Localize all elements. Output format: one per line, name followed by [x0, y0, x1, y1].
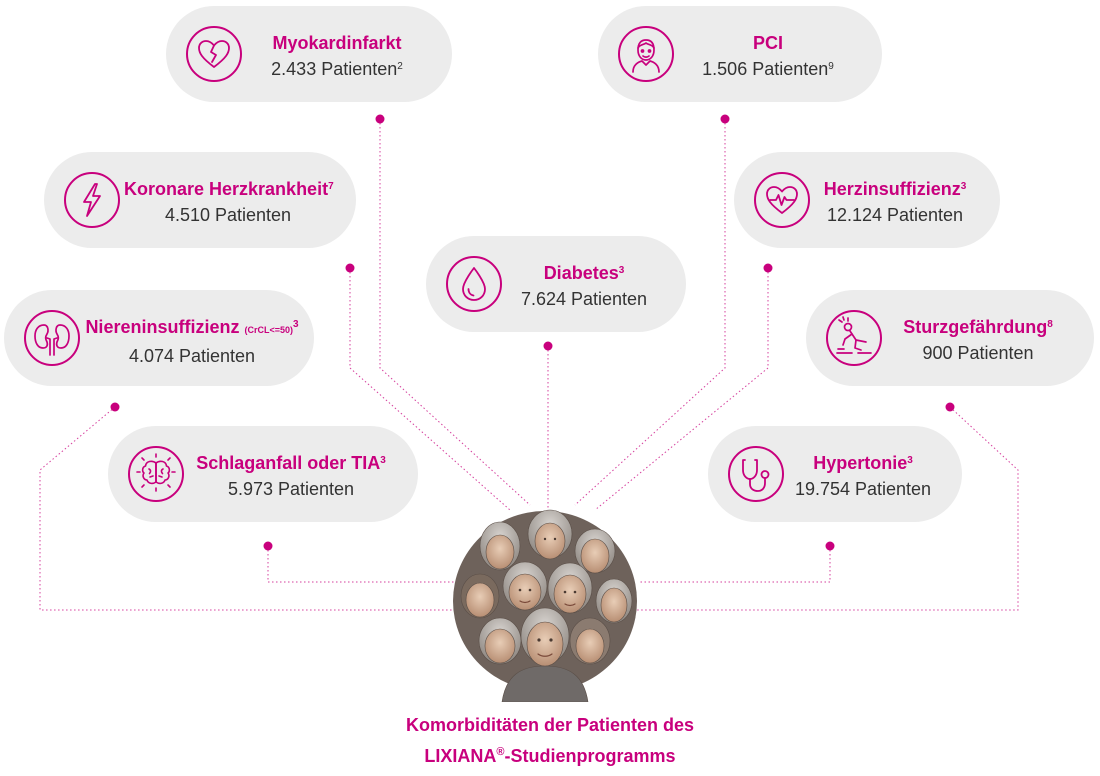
connector-hypertonie — [640, 546, 831, 583]
node-pci: PCI 1.506 Patienten9 — [598, 6, 882, 102]
node-title: Hypertonie3 — [813, 453, 913, 473]
node-count: 12.124 Patienten — [826, 205, 964, 225]
node-sturzgefaehrdung: Sturzgefährdung8 900 Patienten — [806, 290, 1094, 386]
diagram-caption: Komorbiditäten der Patienten des LIXIANA… — [300, 712, 800, 770]
dot-myokardinfarkt — [375, 114, 385, 124]
heart-broken-icon — [186, 26, 242, 82]
node-title: Diabetes3 — [543, 263, 625, 283]
brain-icon — [128, 446, 184, 502]
connector-koronare — [349, 268, 511, 511]
heart-pulse-icon — [754, 172, 810, 228]
dot-diabetes — [543, 341, 553, 351]
drop-icon — [446, 256, 502, 312]
node-title: Koronare Herzkrankheit7 — [124, 179, 334, 199]
connector-herzinsuffizienz — [594, 268, 769, 511]
connector-schlaganfall — [267, 546, 460, 583]
dot-pci — [720, 114, 730, 124]
lightning-bolt-icon — [64, 172, 120, 228]
node-title: PCI — [752, 33, 783, 53]
node-title: Niereninsuffizienz (CrCL<=50)3 — [85, 317, 299, 337]
dot-koronare — [345, 263, 355, 273]
node-count: 4.074 Patienten — [128, 346, 256, 366]
connector-niereninsuffizienz — [39, 406, 465, 611]
dot-sturzgefaehrdung — [945, 402, 955, 412]
node-count: 5.973 Patienten — [227, 479, 355, 499]
node-count: 19.754 Patienten — [794, 479, 932, 499]
node-count: 7.624 Patienten — [520, 289, 648, 309]
kidneys-icon — [24, 310, 80, 366]
stethoscope-icon — [728, 446, 784, 502]
patient-crowd-image — [453, 509, 637, 702]
node-koronare-herzkrankheit: Koronare Herzkrankheit7 4.510 Patienten — [44, 152, 356, 248]
falling-person-icon — [826, 310, 882, 366]
node-diabetes: Diabetes3 7.624 Patienten — [426, 236, 686, 332]
node-count: 4.510 Patienten — [164, 205, 292, 225]
dot-schlaganfall — [263, 541, 273, 551]
caption-line-1: Komorbiditäten der Patienten des — [405, 715, 695, 735]
node-count: 2.433 Patienten2 — [271, 59, 403, 79]
node-hypertonie: Hypertonie3 19.754 Patienten — [708, 426, 962, 522]
node-title: Sturzgefährdung8 — [903, 317, 1053, 337]
caption-line-2: LIXIANA®-Studienprogramms — [424, 746, 676, 766]
node-herzinsuffizienz: Herzinsuffizienz3 12.124 Patienten — [734, 152, 1000, 248]
node-schlaganfall: Schlaganfall oder TIA3 5.973 Patienten — [108, 426, 418, 522]
connector-sturzgefaehrdung — [635, 406, 1019, 611]
node-title: Myokardinfarkt — [272, 33, 402, 53]
dot-herzinsuffizienz — [763, 263, 773, 273]
connector-pci — [574, 119, 726, 506]
node-niereninsuffizienz: Niereninsuffizienz (CrCL<=50)3 4.074 Pat… — [4, 290, 314, 386]
dot-hypertonie — [825, 541, 835, 551]
dot-niereninsuffizienz — [110, 402, 120, 412]
connector-myokardinfarkt — [379, 119, 531, 506]
node-count: 1.506 Patienten9 — [702, 59, 834, 79]
node-myokardinfarkt: Myokardinfarkt 2.433 Patienten2 — [166, 6, 452, 102]
node-title: Herzinsuffizienz3 — [823, 179, 967, 199]
doctor-face-icon — [618, 26, 674, 82]
node-count: 900 Patienten — [922, 343, 1034, 363]
node-title: Schlaganfall oder TIA3 — [196, 453, 386, 473]
